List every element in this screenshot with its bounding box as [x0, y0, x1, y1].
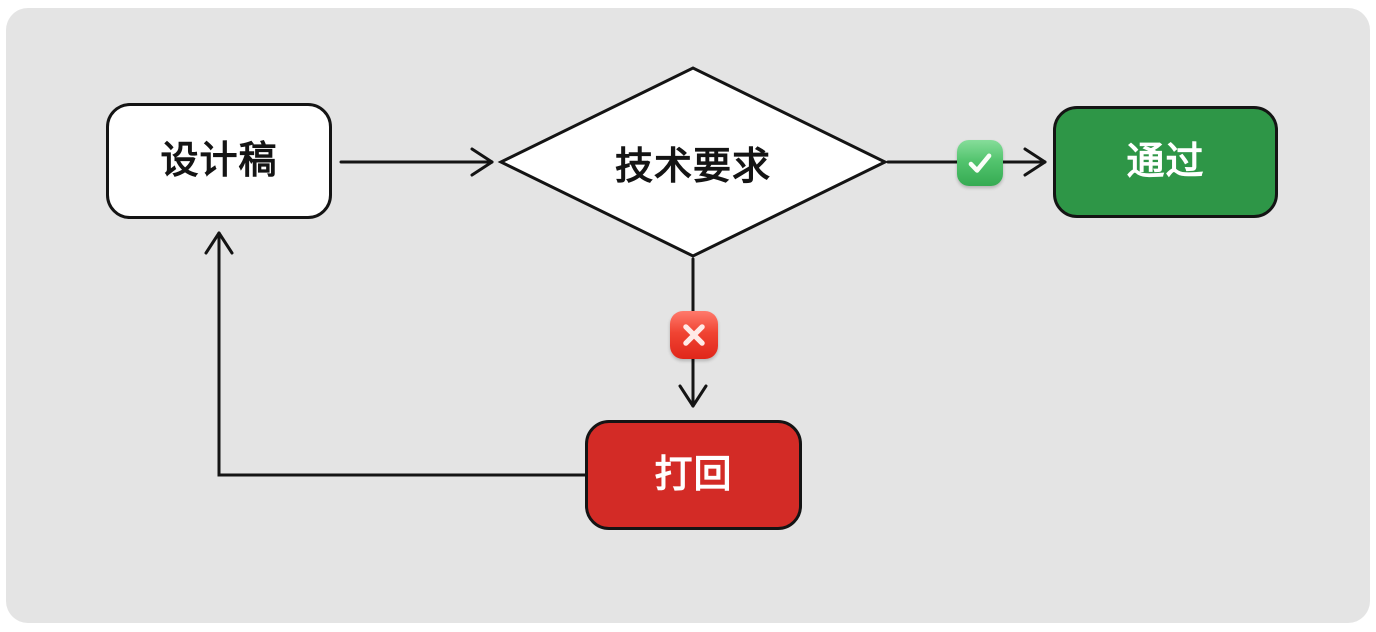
- node-pass-label: 通过: [1126, 141, 1205, 183]
- cross-icon: [683, 324, 705, 346]
- check-icon: [968, 153, 992, 173]
- node-reject-label: 打回: [654, 454, 733, 496]
- node-design-draft: 设计稿: [106, 103, 332, 219]
- node-tech-requirements-shape: [497, 66, 889, 258]
- node-reject: 打回: [585, 420, 802, 530]
- node-design-draft-label: 设计稿: [160, 140, 278, 182]
- check-badge: [957, 140, 1003, 186]
- edge-reject-to-design: [204, 231, 587, 477]
- node-pass: 通过: [1053, 106, 1278, 218]
- cross-badge: [670, 311, 718, 359]
